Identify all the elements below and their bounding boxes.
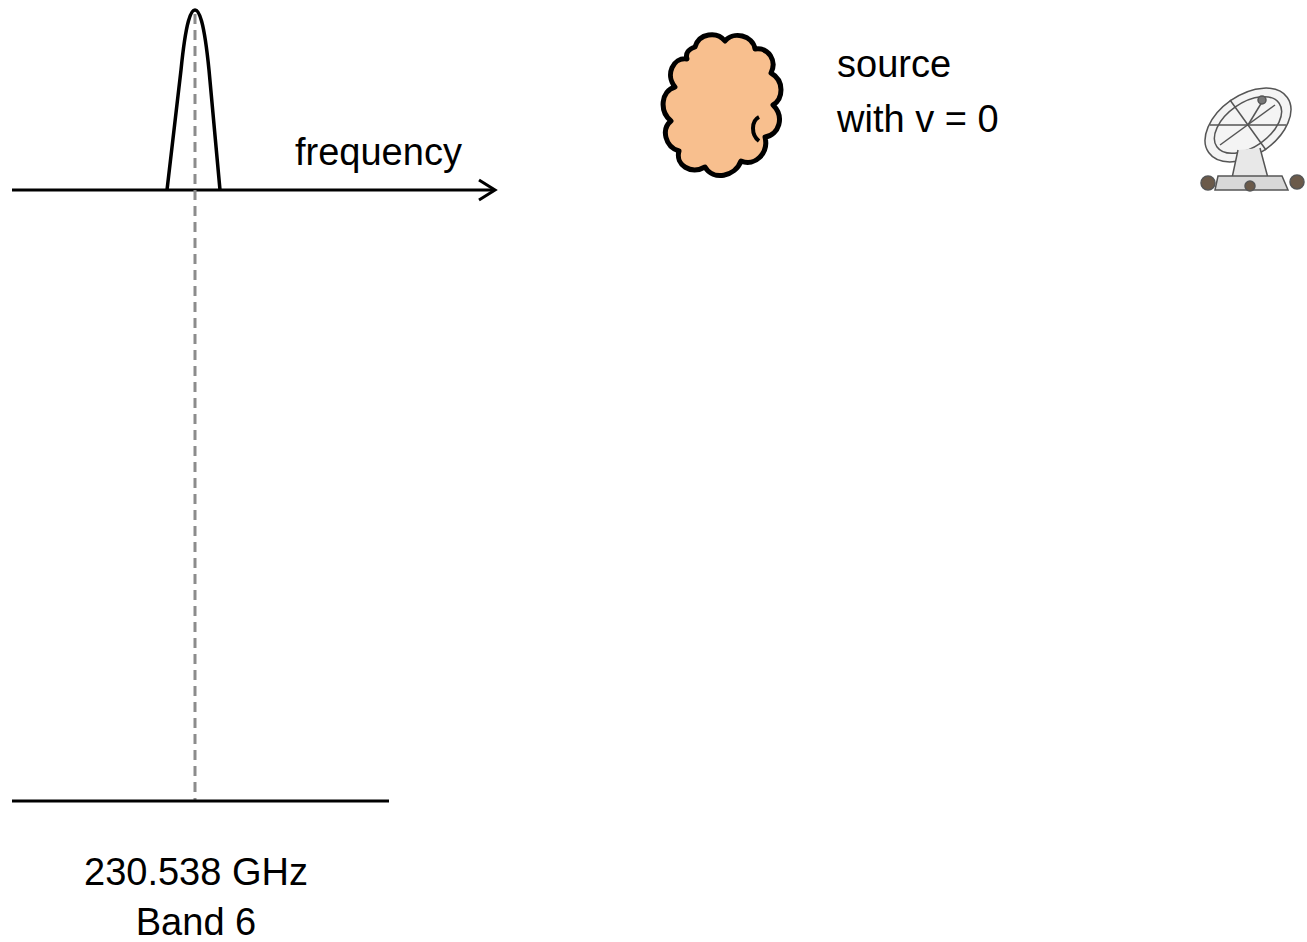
band-axis xyxy=(12,800,389,803)
axis-label: frequency xyxy=(295,130,462,176)
cloud-shape xyxy=(655,25,795,185)
telescope-icon xyxy=(1191,73,1304,191)
source-cloud: source with v = 0 xyxy=(655,25,1095,190)
frequency-value: 230.538 GHz xyxy=(84,850,308,896)
source-label: source with v = 0 xyxy=(837,37,1025,147)
frequency-axis xyxy=(12,189,494,192)
rest-frequency-marker xyxy=(194,14,197,802)
band-name: Band 6 xyxy=(136,900,256,942)
axis-arrowhead xyxy=(479,180,495,200)
